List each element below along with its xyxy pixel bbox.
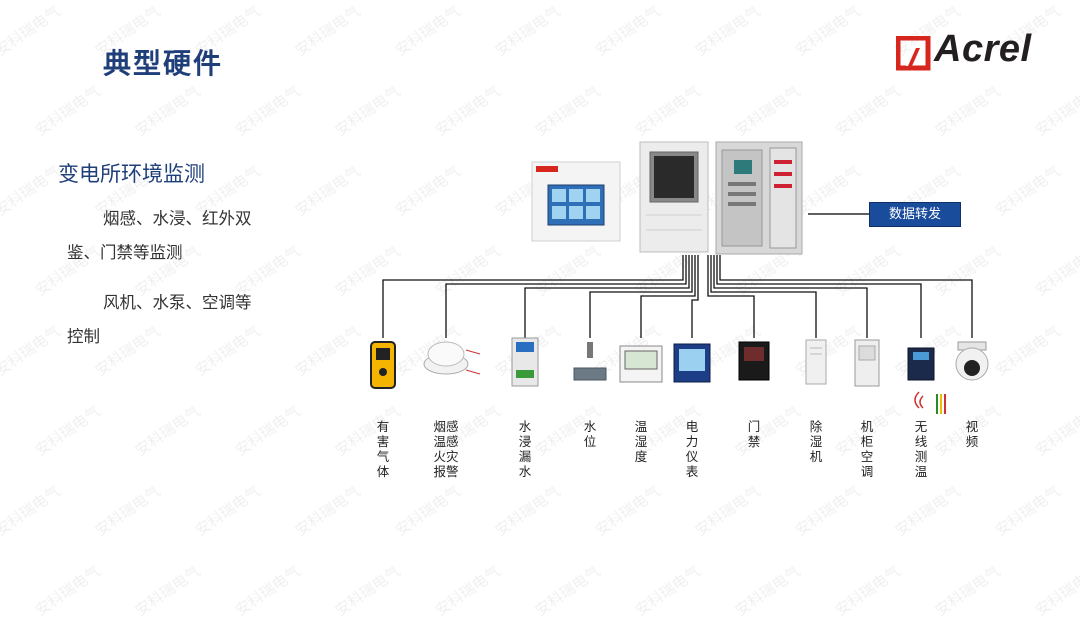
wire-temp-humidity [640,255,696,338]
wiring [382,255,973,338]
wire-cabinet-ac [713,255,868,338]
device-label-temp-humidity: 温湿度 [634,419,648,464]
water-level-sensor-icon [573,342,607,381]
wire-smoke [445,255,687,338]
monitoring-description: 烟感、水浸、红外双鉴、门禁等监测 [67,209,252,262]
access-control-icon [738,341,770,381]
device-label-cabinet-ac: 机柜空调 [860,419,874,479]
wire-wireless-temp [716,255,922,338]
wire-gas [382,255,684,338]
device-icons [370,337,989,414]
device-label-water-level: 水位 [583,419,597,449]
wire-video [719,255,973,338]
open-cabinet-host [715,141,803,255]
wire-access [707,255,755,338]
logo-wordmark: Acrel [934,28,1032,70]
wireless-temperature-sensor-icon [907,347,946,414]
gas-detector-icon [370,341,396,389]
dehumidifier-icon [805,339,827,385]
device-label-dehumidifier: 除湿机 [809,419,823,464]
device-label-video: 视频 [965,419,979,449]
section-title: 变电所环境监测 [58,162,205,186]
cabinet-air-conditioner-icon [854,339,880,387]
control-cabinet-host [639,141,709,253]
control-description: 风机、水泵、空调等控制 [67,293,252,346]
device-label-wireless-temp: 无线测温 [914,419,928,479]
device-label-power-meter: 电力仪表 [685,419,699,479]
device-label-access: 门禁 [747,419,761,449]
acrel-logo-icon [896,36,931,71]
power-meter-icon [673,343,711,383]
dome-camera-icon [955,341,989,381]
device-label-smoke: 烟感温感火灾报警 [433,419,459,479]
page-title: 典型硬件 [103,47,224,80]
data-relay-box: 数据转发 [869,202,961,227]
wire-power-meter [691,255,699,338]
smoke-detector-icon [423,341,481,375]
water-leak-sensor-icon [511,337,539,387]
system-diagram [370,141,989,414]
wall-monitor-host [531,161,621,242]
wire-water-leak [524,255,690,338]
temperature-humidity-meter-icon [619,345,663,383]
wire-dehumidifier [710,255,817,338]
device-label-gas: 有害气体 [376,419,390,479]
device-label-water-leak: 水浸漏水 [518,419,532,479]
acrel-logo: Acrel [896,28,1056,76]
wire-water-level [589,255,693,338]
